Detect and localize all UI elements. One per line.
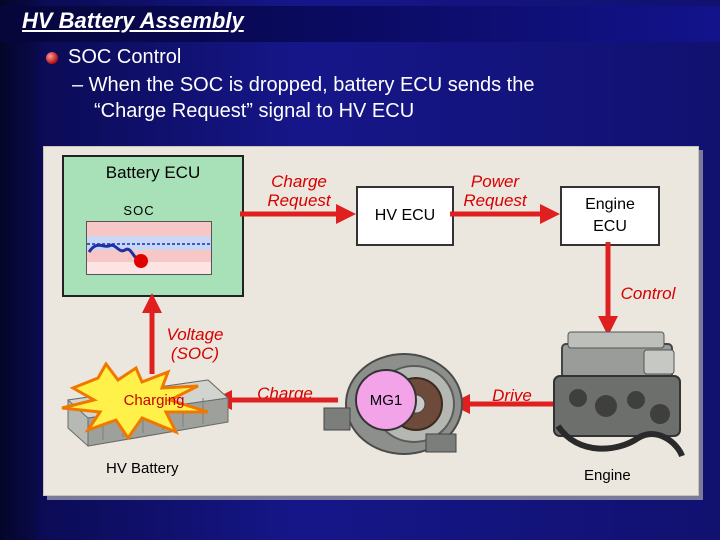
- drive-label: Drive: [492, 386, 532, 405]
- bullet-soc-control: SOC Control: [68, 46, 182, 68]
- mg1-circle: MG1: [355, 369, 417, 431]
- engine-ecu-label-line2: ECU: [593, 218, 627, 235]
- charge-request-line1: Charge: [271, 172, 327, 191]
- control-label: Control: [620, 284, 676, 303]
- battery-ecu-box: Battery ECU SOC: [62, 155, 244, 297]
- power-request-label: Power Request: [450, 172, 540, 210]
- voltage-line1: Voltage: [166, 325, 224, 344]
- voltage-soc-label: Voltage (SOC): [150, 325, 240, 363]
- bullet-icon: [46, 52, 58, 64]
- soc-gauge-icon: [86, 221, 212, 275]
- hv-battery-icon: [61, 361, 230, 447]
- sub-bullet-line-2: “Charge Request” signal to HV ECU: [94, 100, 415, 122]
- soc-label: SOC: [123, 203, 155, 218]
- charge-request-label: Charge Request: [252, 172, 346, 210]
- left-edge-decoration: [0, 0, 38, 540]
- title-bar: [0, 6, 720, 42]
- engine-icon: [553, 331, 685, 458]
- hv-ecu-box: HV ECU: [356, 186, 454, 246]
- power-request-line2: Request: [463, 191, 527, 210]
- charge-request-line2: Request: [267, 191, 331, 210]
- engine-ecu-box: Engine ECU: [560, 186, 660, 246]
- sub-bullet-line-1: – When the SOC is dropped, battery ECU s…: [72, 74, 535, 96]
- power-request-line1: Power: [470, 172, 520, 191]
- slide-title: HV Battery Assembly: [22, 8, 244, 33]
- hv-battery-caption: HV Battery: [106, 460, 179, 477]
- voltage-line2: (SOC): [170, 344, 220, 363]
- engine-ecu-label-line1: Engine: [585, 196, 635, 213]
- battery-ecu-title: Battery ECU: [105, 163, 201, 182]
- charging-label: Charging: [123, 392, 185, 409]
- engine-caption: Engine: [584, 467, 631, 484]
